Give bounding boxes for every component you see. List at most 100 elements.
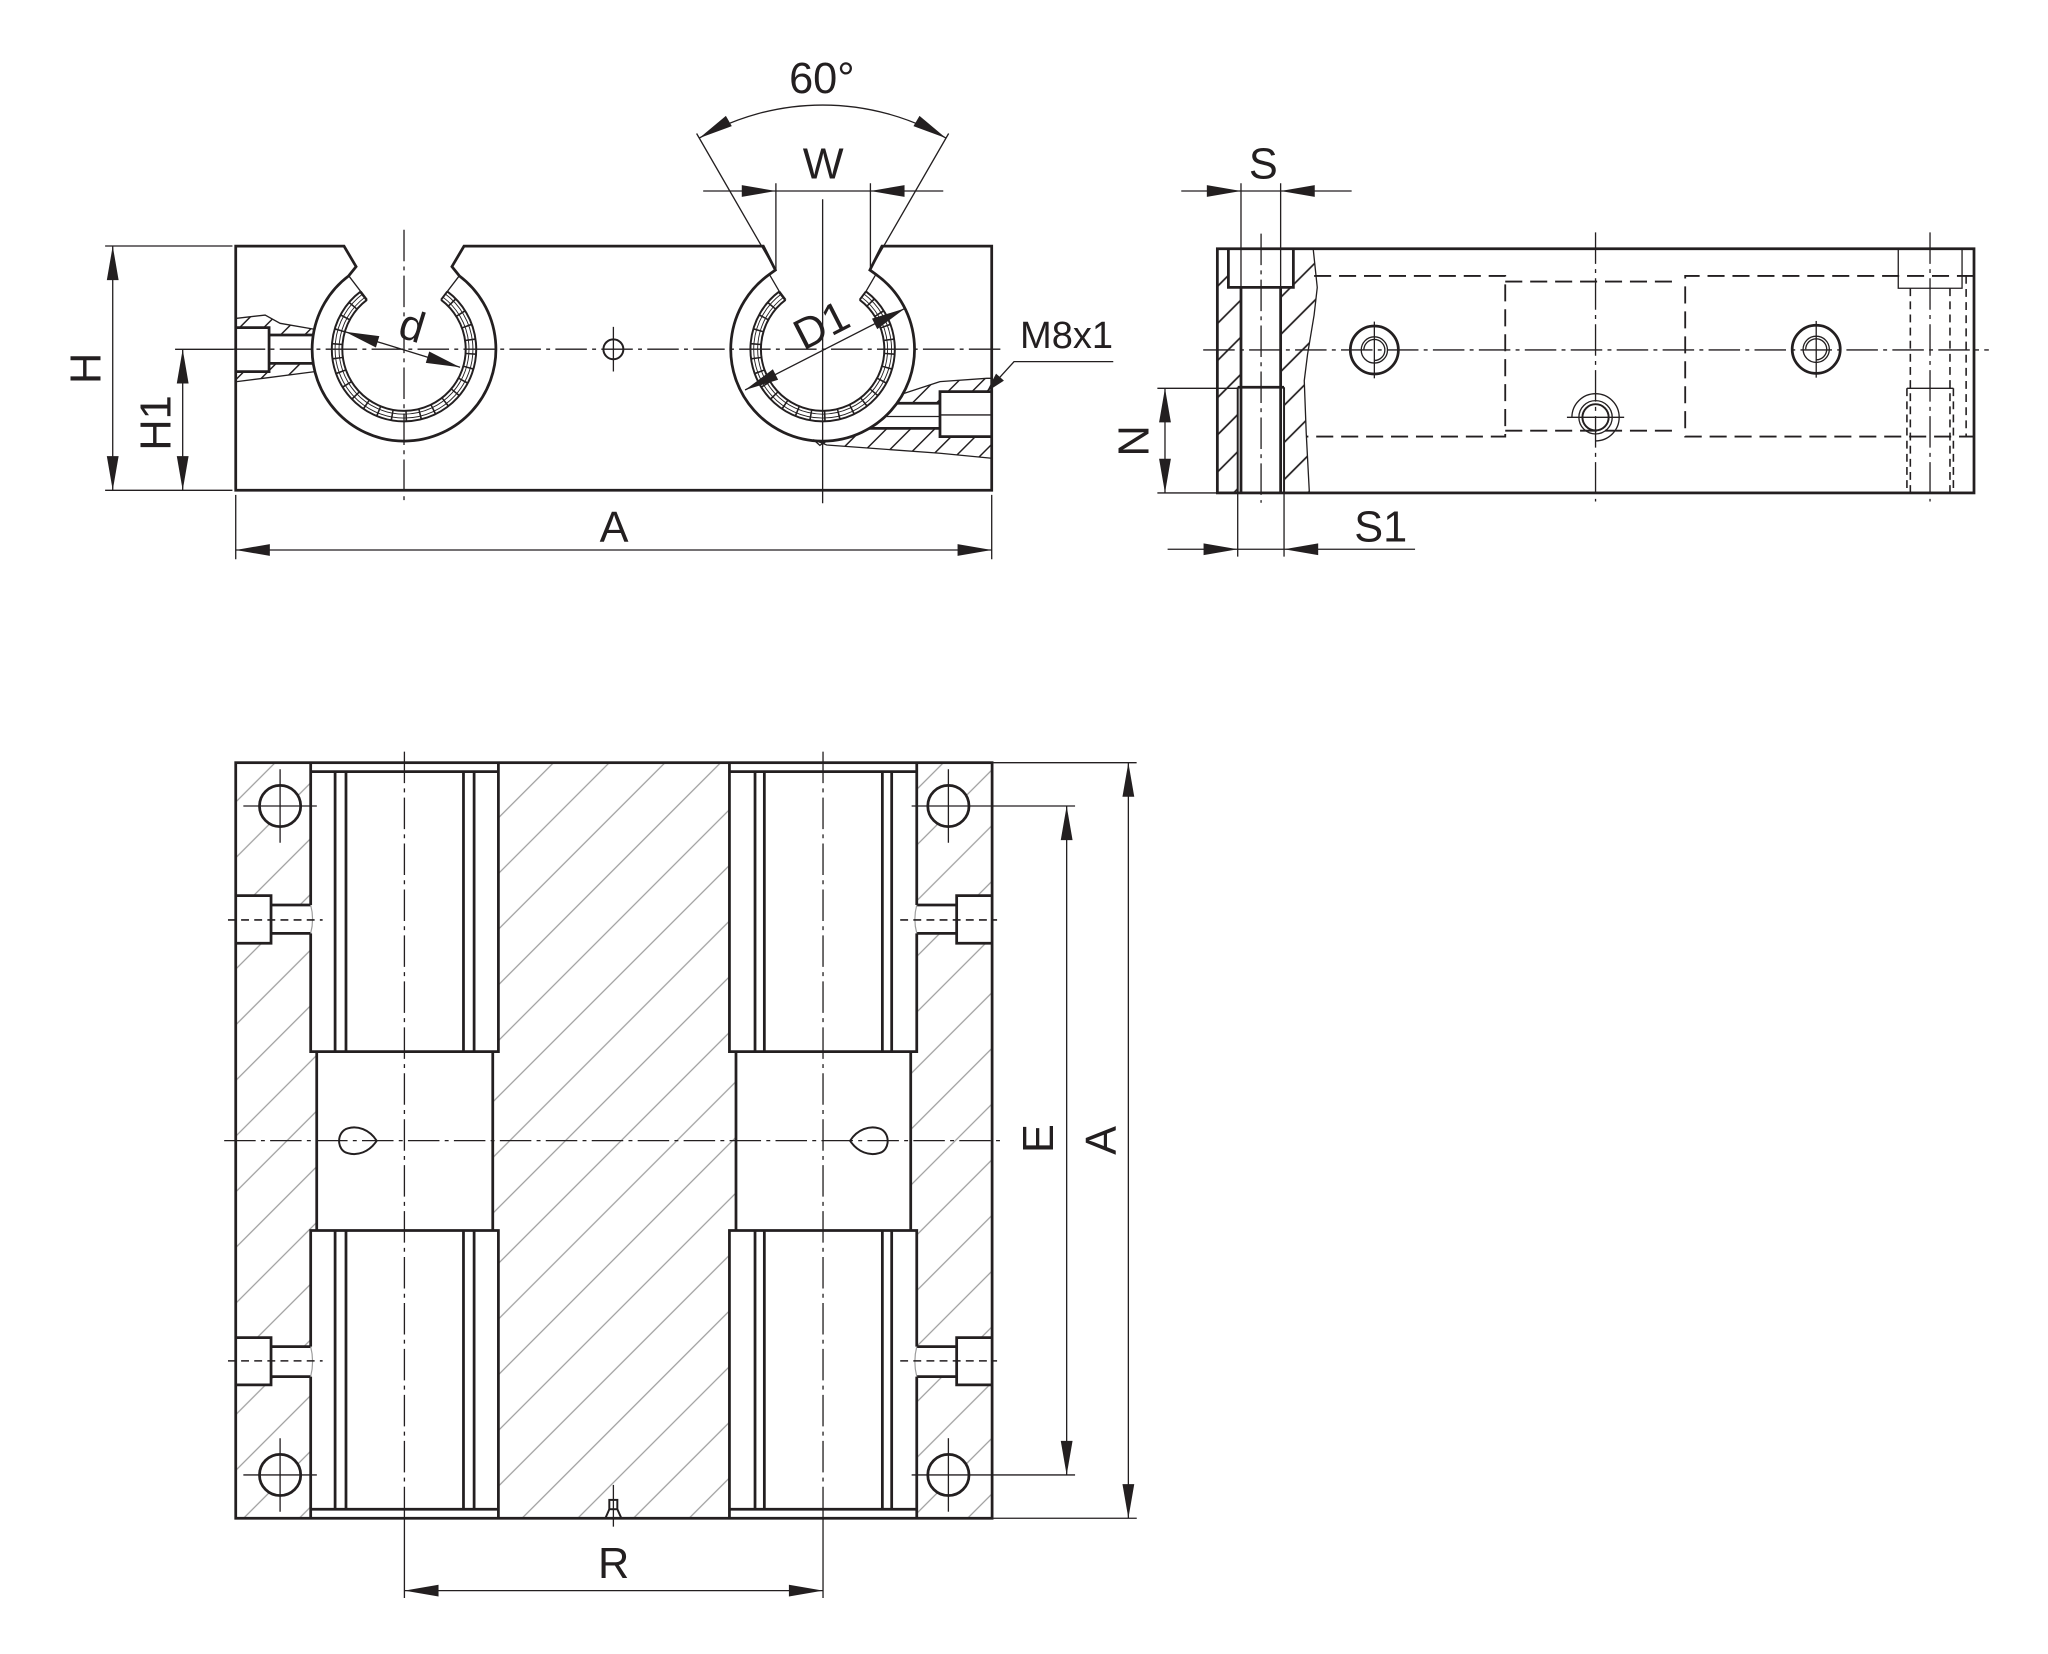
dimension-label-R: R — [598, 1540, 629, 1588]
end-counterbore — [1897, 248, 1963, 389]
lube-hole-notch — [812, 439, 827, 447]
arrowhead — [425, 351, 461, 368]
breakout-line — [236, 314, 315, 383]
thread-label: M8x1 — [1020, 315, 1113, 357]
extension-line — [1157, 387, 1238, 494]
arrowhead — [1122, 1484, 1135, 1519]
bearing-end-caps — [778, 290, 867, 301]
arrowhead — [870, 185, 905, 197]
section-hatch-right-wall — [1280, 248, 1318, 493]
hole-crosshair — [243, 769, 317, 843]
dimension-angle: 60° — [696, 55, 950, 271]
dimension-label-S1: S1 — [1354, 504, 1407, 552]
threaded-bore-right — [812, 377, 992, 459]
hidden-line-bearing-left — [1306, 275, 1507, 438]
set-screw-upper-right — [900, 894, 998, 945]
bearing-inner-ring — [341, 299, 467, 412]
arrowhead — [176, 456, 189, 491]
arrowhead — [345, 331, 380, 348]
angle-leg — [696, 133, 950, 271]
extension-line — [105, 245, 233, 491]
arrowhead — [699, 115, 732, 139]
mounting-hole-lower-left — [243, 1438, 317, 1512]
bearing-groove-lines — [333, 771, 476, 1052]
dimension-R: R — [403, 1518, 824, 1598]
arrowhead — [404, 1584, 439, 1597]
bushing-split-edge — [348, 274, 877, 292]
dimension-label-W: W — [803, 141, 844, 189]
arrowhead — [1206, 185, 1241, 197]
screw-pocket — [236, 326, 271, 374]
set-screw-bore-left — [236, 314, 315, 383]
arrowhead — [788, 1584, 824, 1597]
arrowhead — [1060, 805, 1073, 841]
dimension-label-H: H — [62, 353, 110, 384]
arrowhead — [745, 369, 779, 391]
section-hatch-left-screw-lower — [236, 363, 315, 382]
arrowhead — [741, 185, 776, 197]
screw-channel — [269, 333, 314, 365]
arrowhead — [106, 245, 119, 281]
section-hatch-left-wall — [1217, 248, 1241, 493]
arrowhead — [176, 349, 189, 384]
nipple-body — [608, 1498, 619, 1511]
set-screw-lower-left — [227, 1336, 323, 1387]
arrowhead — [1122, 762, 1135, 797]
mounting-hole-upper-left — [243, 769, 317, 843]
port-thread-arc — [1363, 338, 1386, 362]
set-screw-lower-right — [900, 1336, 998, 1387]
breakout-line — [816, 377, 992, 459]
section-hatch-left-screw-upper — [236, 315, 315, 336]
dimension-label-E: E — [1015, 1124, 1063, 1153]
dimension-label-angle: 60° — [789, 55, 854, 103]
screw-bore-walls — [1239, 287, 1283, 493]
dimension-label-N: N — [1110, 425, 1158, 456]
thread-channel — [869, 401, 940, 430]
dimension-H: H — [62, 245, 233, 491]
arrowhead — [235, 544, 270, 556]
threaded-hole-bottom — [1566, 393, 1625, 442]
hole-thread-arc — [1571, 393, 1620, 442]
bearing-end-caps — [359, 290, 449, 301]
dimension-label-H1: H1 — [132, 395, 180, 450]
arrowhead — [1159, 388, 1171, 423]
set-screw-upper-left — [227, 894, 323, 945]
dimension-S1: S1 — [1167, 492, 1416, 557]
nipple-legs — [604, 1508, 623, 1519]
side-view: S N S1 — [1110, 140, 1989, 557]
arrowhead — [986, 373, 1004, 392]
housing-outline — [234, 244, 994, 492]
bearing-groove-lines — [753, 1230, 894, 1510]
thread-callout: M8x1 — [986, 315, 1114, 393]
bearing-groove-lines — [753, 771, 894, 1052]
arrowhead — [106, 456, 119, 491]
thread-pocket — [938, 390, 992, 438]
port-thread-arc — [1805, 338, 1828, 361]
arrowhead — [957, 544, 992, 556]
extension-line — [993, 762, 1137, 1519]
angle-arc — [698, 104, 947, 139]
grease-nipple-symbol — [604, 1484, 623, 1527]
lube-port-left — [1348, 321, 1400, 379]
counterbore-lower-walls — [1236, 387, 1286, 493]
dimension-A-top: A — [993, 762, 1137, 1519]
section-hatch-thread-lower — [816, 428, 992, 459]
extension-line — [1240, 183, 1282, 288]
dimension-S: S — [1181, 140, 1352, 288]
arrowhead — [1060, 1440, 1073, 1475]
dimension-label-A: A — [600, 504, 629, 552]
arrowhead — [1280, 185, 1315, 197]
top-view: E A R — [224, 751, 1137, 1598]
dimension-H1: H1 — [132, 348, 234, 491]
dimension-label-A-top: A — [1078, 1126, 1126, 1155]
arrowhead — [1284, 543, 1319, 556]
bearing-groove-lines — [333, 1230, 476, 1510]
dimension-W: W — [703, 141, 944, 271]
extension-line — [403, 1518, 824, 1598]
lube-port-right — [1790, 320, 1842, 378]
dimension-N: N — [1110, 387, 1238, 494]
dimension-E: E — [911, 805, 1076, 1476]
arrowhead — [871, 308, 906, 330]
